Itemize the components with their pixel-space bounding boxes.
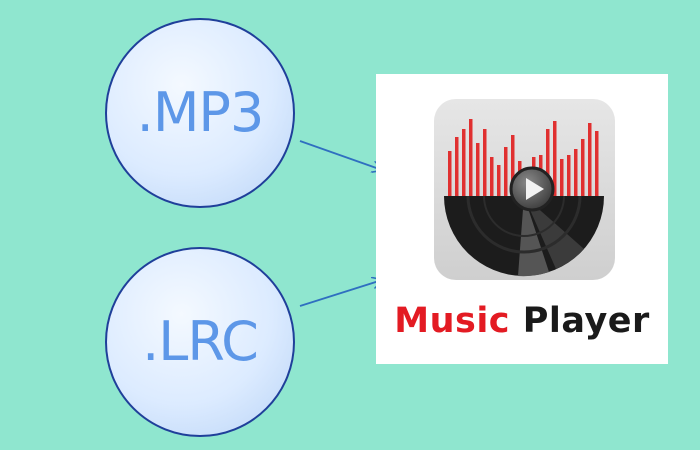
- equalizer-bar: [581, 139, 585, 199]
- lrc-label: .LRC: [142, 310, 259, 373]
- equalizer-bar: [490, 157, 494, 199]
- arrow-lrc-to-player: [299, 280, 382, 307]
- equalizer-bar: [455, 137, 459, 199]
- equalizer-bar: [553, 121, 557, 199]
- equalizer-bar: [504, 147, 508, 199]
- equalizer-bar: [560, 159, 564, 199]
- equalizer-bar: [511, 135, 515, 199]
- equalizer-bar: [595, 131, 599, 199]
- equalizer-bar: [469, 119, 473, 199]
- music-player-card: Music Player: [376, 74, 668, 364]
- caption-word-player: Player: [522, 301, 650, 341]
- play-icon: [509, 166, 555, 212]
- equalizer-bar: [546, 129, 550, 199]
- caption-word-music: Music: [394, 301, 511, 341]
- equalizer-bar: [567, 155, 571, 199]
- app-caption: Music Player: [376, 300, 668, 342]
- equalizer-bar: [483, 129, 487, 199]
- arrow-mp3-to-player: [299, 140, 382, 170]
- lrc-file-node: .LRC: [105, 247, 295, 437]
- equalizer-bar: [476, 143, 480, 199]
- mp3-label: .MP3: [136, 81, 265, 144]
- equalizer-bar: [462, 129, 466, 199]
- equalizer-bar: [448, 151, 452, 199]
- mp3-file-node: .MP3: [105, 18, 295, 208]
- vinyl-disc: [444, 196, 604, 277]
- equalizer-bar: [497, 165, 501, 199]
- equalizer-bar: [588, 123, 592, 199]
- equalizer-bar: [574, 149, 578, 199]
- music-player-icon: [434, 99, 615, 280]
